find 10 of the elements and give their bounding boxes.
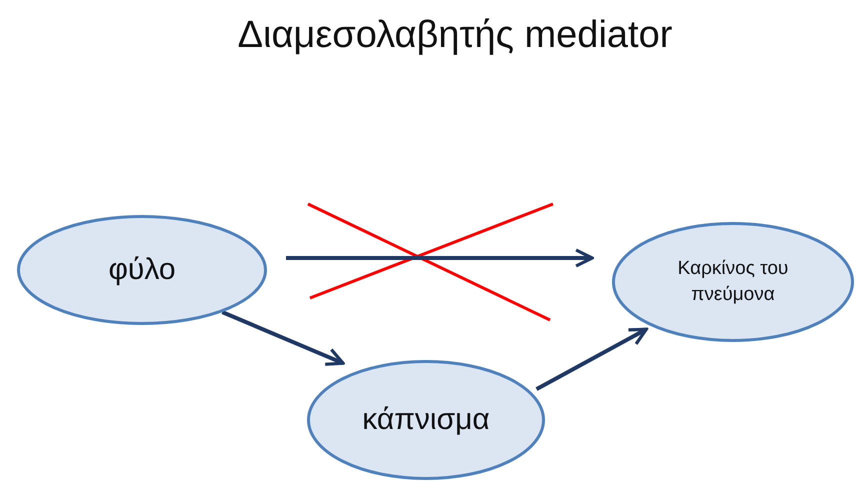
arrow <box>222 310 345 366</box>
ellipse-node <box>17 215 267 325</box>
node-label: φύλο <box>108 252 176 288</box>
node-label: Καρκίνος του πνεύμονα <box>676 257 790 307</box>
node-label: κάπνισμα <box>362 402 490 438</box>
arrow <box>536 328 648 391</box>
title: Διαμεσολαβητής mediator <box>236 13 674 58</box>
ellipse-node <box>612 222 854 342</box>
arrow <box>286 248 594 268</box>
ellipse-node <box>307 360 545 480</box>
